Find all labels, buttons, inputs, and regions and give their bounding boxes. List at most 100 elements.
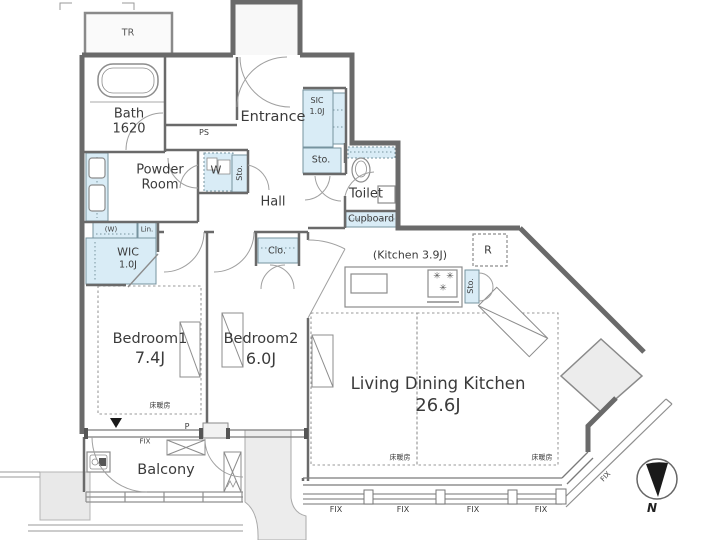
hall-label: Hall bbox=[260, 194, 286, 210]
bedroom2-size-label: 6.0J bbox=[245, 349, 277, 368]
balcony-label: Balcony bbox=[137, 461, 195, 478]
furniture bbox=[166, 286, 549, 493]
pillar-diagonal bbox=[559, 337, 644, 414]
slab-edges bbox=[0, 471, 243, 532]
bedroom2-furniture-diag bbox=[221, 312, 244, 368]
railing-mullions bbox=[363, 488, 567, 505]
hall-closet-arc-right bbox=[247, 164, 270, 191]
pipe-label: P bbox=[184, 422, 190, 431]
bath-size-label: 1620 bbox=[112, 121, 146, 137]
powder-room-label-2: Room bbox=[141, 177, 179, 193]
compass bbox=[636, 458, 678, 500]
stove-burner-icon-3: ✳ bbox=[439, 283, 447, 294]
powder-mirror bbox=[88, 157, 106, 179]
fixtures bbox=[86, 63, 508, 473]
storage-entrance-label: Sto. bbox=[311, 154, 331, 166]
pillar-left bbox=[39, 471, 91, 521]
kitchen-storage-door-arcs bbox=[478, 272, 494, 302]
kitchen-sink bbox=[350, 273, 388, 294]
toilet-bowl-inner bbox=[355, 160, 367, 178]
cupboard-label: Cupboard bbox=[347, 213, 395, 225]
washer-icon-a bbox=[206, 157, 218, 171]
fix-label-2: FIX bbox=[396, 505, 410, 514]
powder-sink bbox=[88, 184, 106, 212]
fix-label-bedroom: FIX bbox=[139, 437, 151, 446]
entrance-door-arc-1 bbox=[236, 56, 288, 108]
fix-label-4: FIX bbox=[534, 505, 548, 514]
bathtub-inner bbox=[101, 67, 155, 94]
washer-icon-b bbox=[217, 159, 231, 175]
entrance-door-arc-2 bbox=[239, 56, 291, 108]
floor-heating-label-bedroom1: 床暖房 bbox=[147, 401, 173, 410]
ldk-furniture-left-diag bbox=[311, 334, 334, 388]
bedroom1-name-label: Bedroom1 bbox=[112, 330, 188, 347]
powder-door-arc bbox=[167, 157, 199, 189]
hall-closet-arc-left bbox=[179, 164, 199, 189]
powder-room-label-1: Powder bbox=[136, 162, 184, 178]
bath-name-label: Bath bbox=[113, 106, 145, 122]
storage-hatching bbox=[94, 109, 395, 280]
bedroom1-furniture-diag bbox=[179, 321, 201, 378]
refrigerator-space bbox=[472, 233, 508, 267]
ldk-door-arc bbox=[307, 239, 346, 319]
storage-kitchen bbox=[464, 269, 480, 304]
pipe-shaft-label: PS bbox=[199, 128, 209, 137]
refrigerator-label: R bbox=[484, 243, 492, 257]
sic-door-arc-2 bbox=[314, 175, 342, 202]
storage-entrance bbox=[302, 147, 342, 174]
north-label: N bbox=[646, 501, 658, 515]
grid-ticks bbox=[59, 2, 135, 10]
washer-hookup-label: (W) bbox=[104, 225, 118, 234]
fix-label-3: FIX bbox=[466, 505, 480, 514]
sic-size-label: 1.0J bbox=[309, 107, 325, 116]
balcony-marker-triangle bbox=[110, 418, 122, 428]
stove-burner-icon-1: ✳ bbox=[433, 271, 441, 282]
wic-name-label: WIC bbox=[117, 245, 139, 259]
wic-size-label: 1.0J bbox=[119, 259, 137, 271]
window-posts bbox=[84, 422, 308, 439]
stove-burner-icon-2: ✳ bbox=[446, 271, 454, 282]
bedroom1-door-arc bbox=[163, 231, 205, 273]
bedroom1-size-label: 7.4J bbox=[134, 348, 166, 367]
compass-needle bbox=[646, 462, 668, 497]
windows bbox=[86, 429, 594, 486]
bedroom2-name-label: Bedroom2 bbox=[223, 330, 299, 347]
balcony-divider-slab bbox=[244, 429, 307, 540]
storage-kitchen-label: Sto. bbox=[466, 278, 475, 294]
exterior-walls bbox=[79, 0, 646, 452]
bedroom2-closet bbox=[257, 237, 299, 264]
kitchen-stove bbox=[427, 269, 458, 298]
storage-hall-label: Sto. bbox=[235, 165, 244, 181]
corridor-alcove bbox=[233, 2, 300, 55]
closet-door-arc-1 bbox=[260, 264, 286, 290]
kitchen-label: (Kitchen 3.9J) bbox=[372, 248, 448, 262]
walls bbox=[59, 0, 646, 492]
railings bbox=[0, 398, 673, 532]
balcony-faucet-dark bbox=[99, 458, 106, 466]
ldk-furniture-diagonal bbox=[477, 286, 549, 358]
toilet-cabinet bbox=[377, 185, 396, 204]
balcony-door-arc-2 bbox=[204, 438, 244, 478]
trunk-room-label: TR bbox=[121, 27, 135, 39]
closet-door-arc-2 bbox=[269, 264, 295, 290]
ldk-name-label: Living Dining Kitchen bbox=[350, 373, 526, 393]
pipe-space-block bbox=[202, 422, 229, 439]
floor-heating-label-ldk-right: 床暖房 bbox=[529, 453, 555, 462]
sic-shelves bbox=[332, 92, 347, 145]
toilet-door-arc bbox=[344, 171, 375, 197]
bath-door-arc bbox=[125, 112, 164, 151]
storage-areas bbox=[85, 89, 480, 304]
bedroom2-door-arc bbox=[213, 231, 255, 273]
interior-walls bbox=[82, 57, 398, 492]
linen-label: Lin. bbox=[140, 225, 154, 234]
balcony-unit-zigzag bbox=[226, 480, 240, 488]
floor-heating-label-ldk-left: 床暖房 bbox=[387, 453, 413, 462]
washer-label: W bbox=[210, 163, 222, 177]
fix-label-1: FIX bbox=[329, 505, 343, 514]
ldk-size-label: 26.6J bbox=[415, 395, 461, 416]
wic-closet bbox=[85, 237, 157, 285]
wic-sliding-door bbox=[127, 253, 159, 288]
door-arcs bbox=[91, 56, 494, 493]
